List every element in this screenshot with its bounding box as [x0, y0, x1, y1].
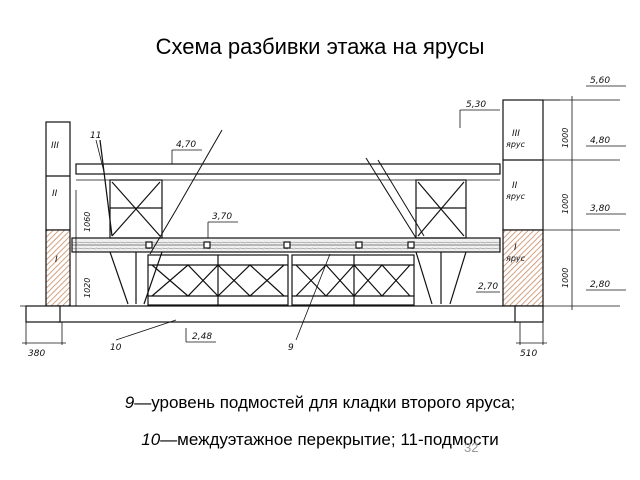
page-number: 32 [464, 440, 479, 455]
left-tier-2: II [52, 189, 58, 199]
right-tier-2-num: II [512, 181, 518, 191]
elevation-3-70: 3,70 [212, 212, 232, 222]
right-elevation-lines [75, 85, 626, 343]
elevation-2-70: 2,70 [478, 282, 498, 292]
callout-floor: 10 [110, 343, 122, 353]
callout-level: 9 [288, 343, 294, 353]
dim-left-lower: 1020 [83, 278, 92, 298]
elevation-5-60: 5,60 [590, 76, 610, 86]
caption-2-text: —междуэтажное перекрытие; 11-подмости [160, 430, 499, 449]
callout-scaffold: 11 [90, 131, 101, 141]
caption-line-1: 9—уровень подмостей для кладки второго я… [0, 393, 640, 413]
caption-1-number: 9 [124, 393, 135, 412]
elevation-4-80: 4,80 [590, 136, 610, 146]
dim-tier-3: 1000 [561, 128, 570, 148]
caption-1-text: —уровень подмостей для кладки второго яр… [134, 393, 516, 412]
right-tier-1-word: ярус [506, 254, 526, 263]
left-tier-1: I [55, 255, 58, 265]
right-tier-3-word: ярус [506, 140, 526, 149]
upper-deck [75, 163, 501, 181]
diagonal-braces [149, 129, 425, 255]
dim-left-upper: 1060 [83, 212, 92, 232]
dim-wall-left: 380 [28, 349, 45, 359]
left-scaffold [99, 139, 163, 305]
right-scaffold [415, 179, 467, 305]
dim-tier-2: 1000 [561, 194, 570, 214]
page-title: Схема разбивки этажа на ярусы [155, 34, 485, 59]
dim-tier-1: 1000 [561, 268, 570, 288]
elevation-2-48: 2,48 [192, 332, 212, 342]
elevation-3-80: 3,80 [590, 204, 610, 214]
elevation-4-70: 4,70 [176, 140, 196, 150]
left-tier-3: III [51, 141, 59, 151]
middle-deck [71, 237, 501, 253]
elevation-2-80: 2,80 [590, 280, 610, 290]
caption-2-number: 10 [141, 430, 161, 449]
leader-lines [22, 139, 547, 345]
floor-slab [20, 305, 544, 323]
caption-line-2: 10—междуэтажное перекрытие; 11-подмости [0, 430, 640, 450]
elevation-5-30: 5,30 [466, 100, 486, 110]
lower-truss [147, 254, 415, 306]
dim-wall-right: 510 [520, 349, 537, 359]
right-tier-1-num: I [514, 243, 517, 253]
right-tier-3-num: III [512, 129, 520, 139]
right-tier-2-word: ярус [506, 192, 526, 201]
